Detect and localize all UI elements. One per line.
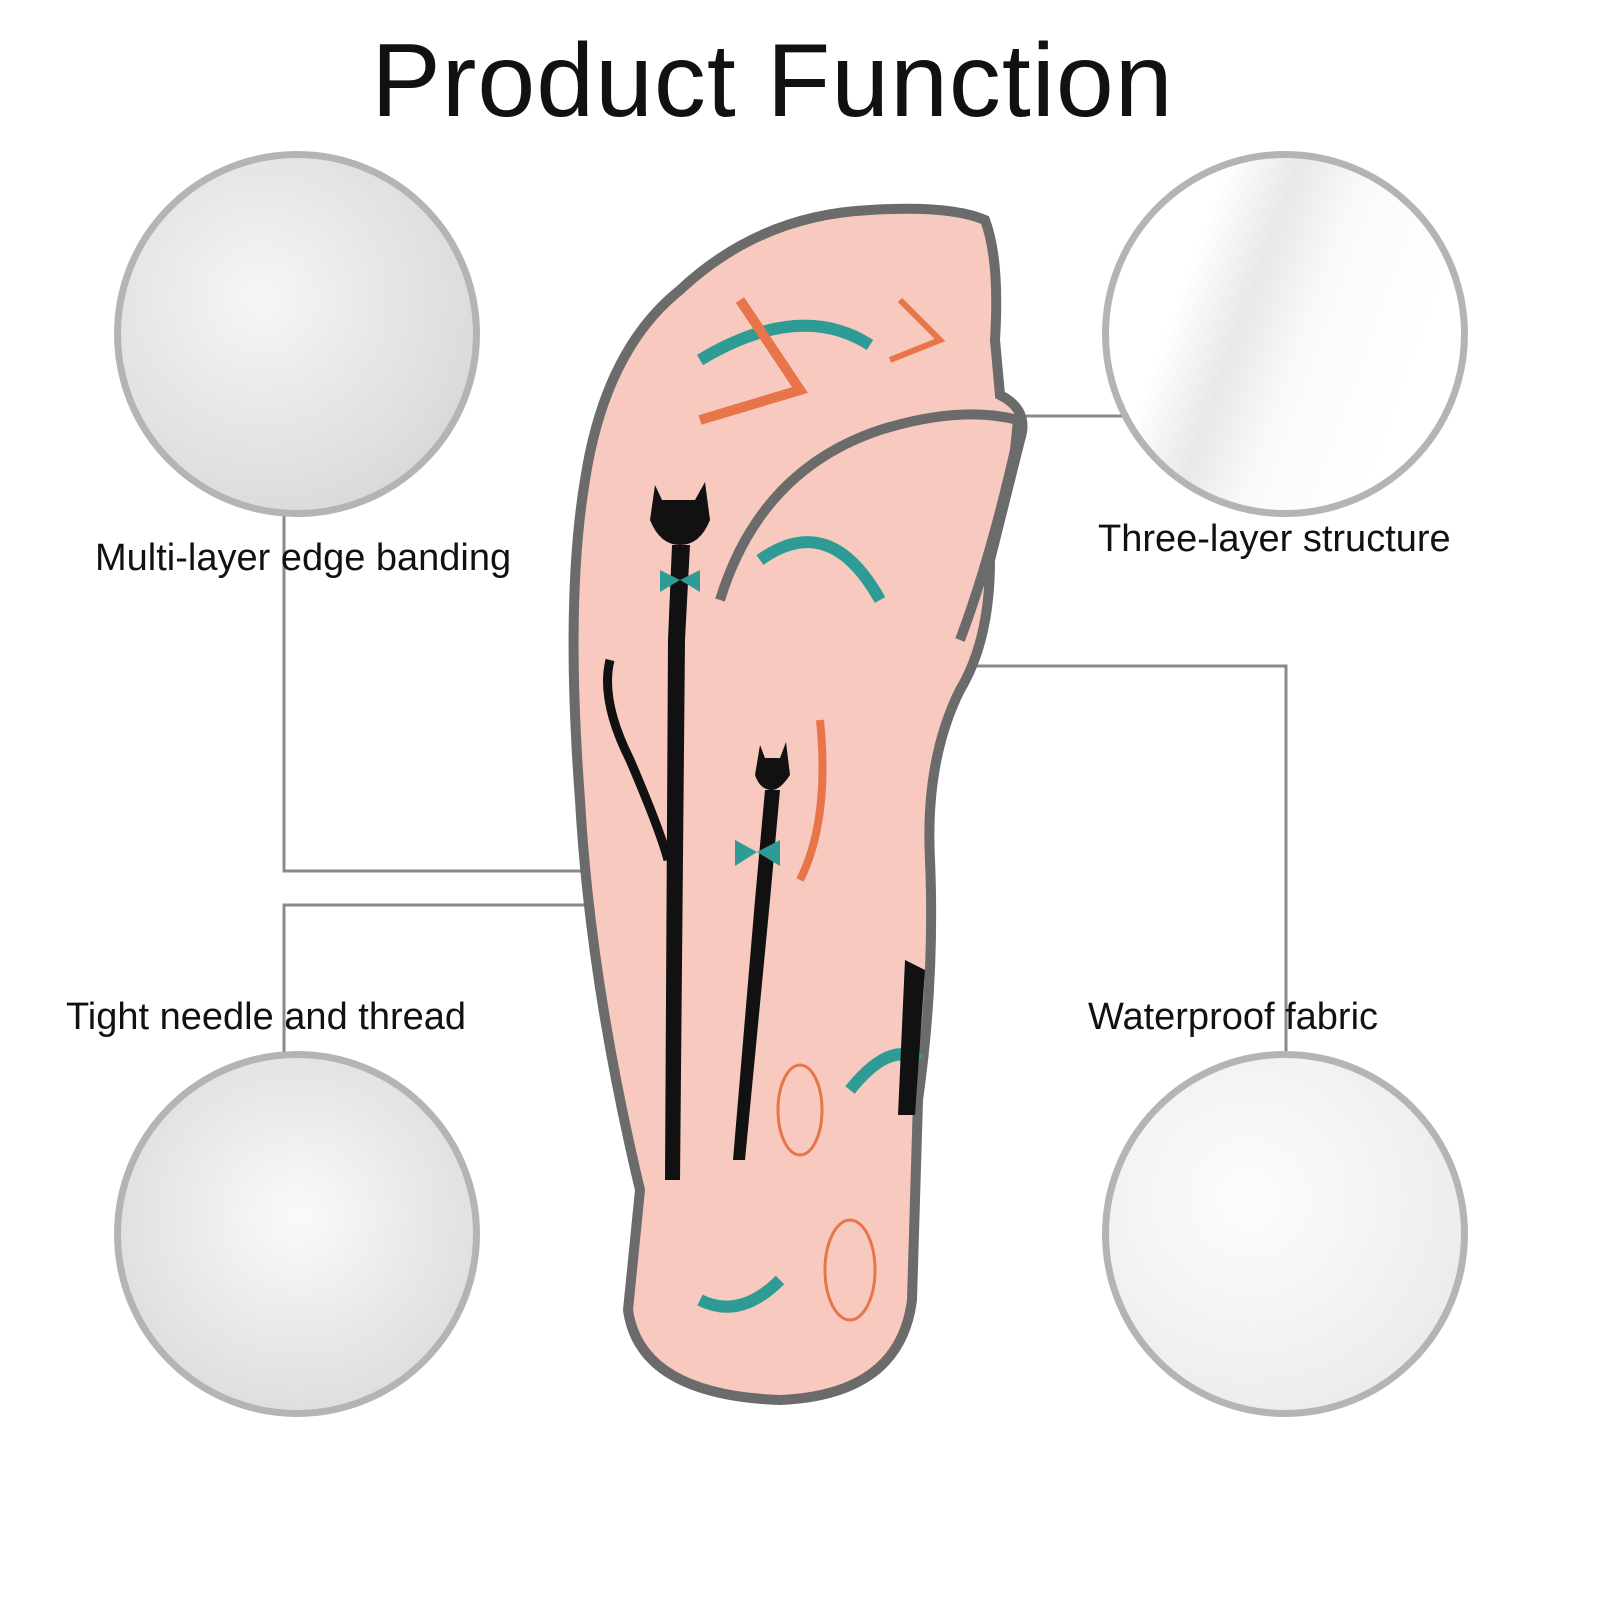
- orange-boomerang: [796, 719, 827, 882]
- orange-boomerang: [888, 297, 946, 363]
- orange-boomerang: [698, 297, 808, 425]
- detail-image-waterproof: [1102, 1051, 1468, 1417]
- cat-illustration: [603, 482, 925, 1180]
- feature-label-needle-thread: Tight needle and thread: [66, 996, 467, 1038]
- callout-line-waterproof: [896, 664, 1288, 1052]
- bowtie: [660, 570, 780, 866]
- feature-label-edge-banding: Multi-layer edge banding: [95, 537, 512, 579]
- feature-label-waterproof: Waterproof fabric: [1088, 996, 1379, 1038]
- detail-image-needle-thread: [114, 1051, 480, 1417]
- detail-image-edge-banding: [114, 151, 480, 517]
- headcover-flap-edge: [715, 409, 1024, 642]
- callout-line-edge-banding: [282, 515, 592, 873]
- page-title: Product Function: [371, 23, 1174, 139]
- callout-line-needle-thread: [282, 903, 596, 1052]
- teal-arc: [756, 536, 886, 603]
- teal-arc: [697, 1275, 785, 1313]
- detail-image-three-layer: [1102, 151, 1468, 517]
- product-headcover: [568, 203, 1028, 1406]
- teal-arc: [696, 319, 874, 366]
- feature-label-three-layer: Three-layer structure: [1098, 518, 1451, 560]
